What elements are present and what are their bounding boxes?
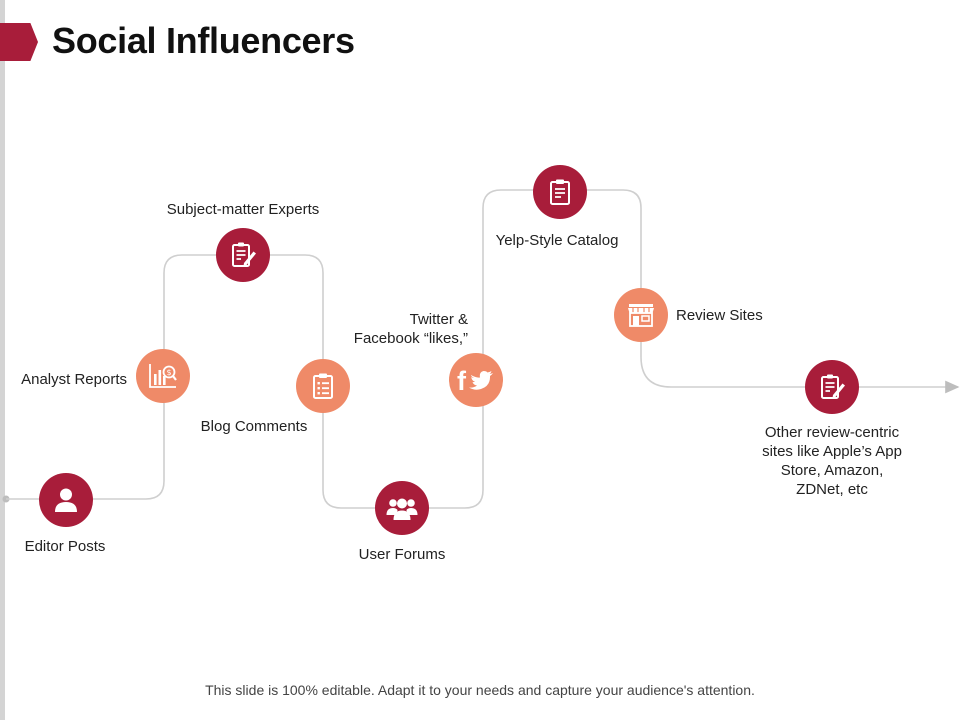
facebook-twitter-icon: f xyxy=(457,366,493,395)
twitter-facebook-label: Twitter & Facebook “likes,” xyxy=(353,311,468,347)
other-review-sites-label: Other review-centric sites like Apple’s … xyxy=(762,424,902,498)
other-review-sites-node xyxy=(805,360,859,414)
review-sites-node xyxy=(614,288,668,342)
footer-note: This slide is 100% editable. Adapt it to… xyxy=(205,682,755,698)
subject-matter-experts-node xyxy=(216,228,270,282)
group-icon xyxy=(386,498,418,520)
clipboard-icon xyxy=(550,179,570,205)
chart-search-icon: $ xyxy=(149,364,177,388)
editor-posts-node xyxy=(39,473,93,527)
subject-matter-experts-label: Subject-matter Experts xyxy=(166,201,320,218)
yelp-style-catalog-node xyxy=(533,165,587,219)
twitter-facebook-node: f xyxy=(449,353,503,407)
edit-document-icon xyxy=(232,242,256,267)
edit-document-icon xyxy=(821,374,845,399)
page-title: Social Influencers xyxy=(52,20,355,61)
user-forums-label: User Forums xyxy=(358,546,446,563)
storefront-icon xyxy=(628,304,654,327)
svg-text:$: $ xyxy=(166,368,171,377)
user-icon xyxy=(55,488,77,512)
user-forums-node xyxy=(375,481,429,535)
left-edge-rule xyxy=(0,0,5,720)
review-sites-label: Review Sites xyxy=(676,307,763,324)
svg-text:f: f xyxy=(457,366,467,395)
title-accent-tab xyxy=(0,23,38,61)
blog-comments-node xyxy=(296,359,350,413)
analyst-reports-label: Analyst Reports xyxy=(21,371,127,388)
blog-comments-label: Blog Comments xyxy=(200,418,308,435)
checklist-icon xyxy=(313,373,333,399)
editor-posts-label: Editor Posts xyxy=(24,538,106,555)
yelp-style-catalog-label: Yelp-Style Catalog xyxy=(495,232,619,249)
analyst-reports-node: $ xyxy=(136,349,190,403)
